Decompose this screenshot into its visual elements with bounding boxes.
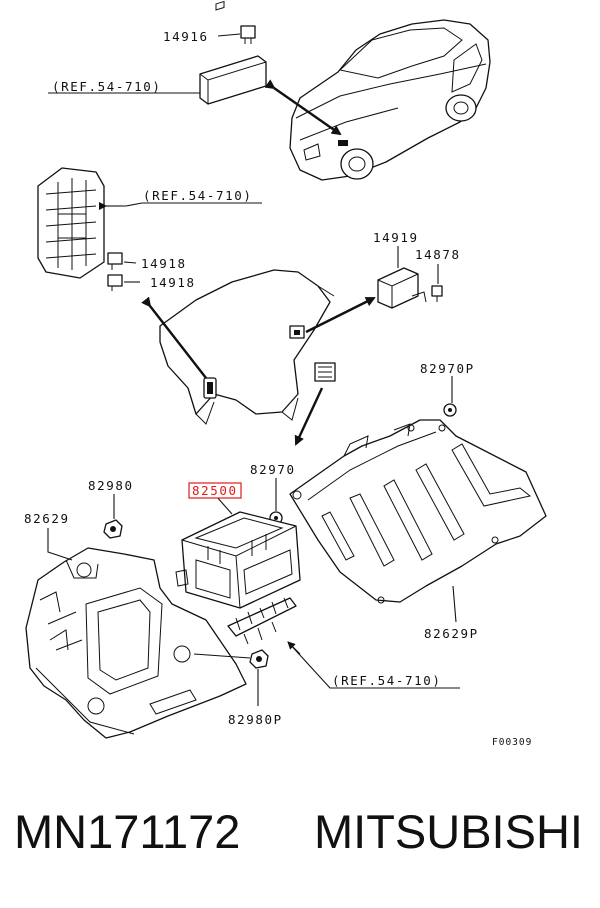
label-ref-mid: (REF.54-710) (143, 188, 253, 203)
label-82629: 82629 (24, 511, 70, 526)
label-82980P: 82980P (228, 712, 283, 727)
brand-text: MITSUBISHI (314, 805, 583, 858)
instrument-panel-part (159, 269, 335, 425)
relay-14918a-part (107, 252, 123, 270)
panel-connector-c (314, 362, 336, 382)
arrow-relay-to-vehicle (264, 79, 342, 136)
panel-connector-b (289, 325, 305, 339)
relay-14916-part (240, 25, 256, 44)
label-82500: 82500 (192, 483, 238, 498)
cover-82629P-part (289, 419, 547, 604)
label-82970P: 82970P (420, 361, 475, 376)
label-14918a: 14918 (141, 256, 187, 271)
highlight-82500 (188, 482, 242, 499)
label-82970: 82970 (250, 462, 296, 477)
label-82629P: 82629P (424, 626, 479, 641)
arrow-panel-to-14919 (305, 296, 376, 334)
harness-connector-part (227, 597, 297, 645)
relay-14918b-part (107, 274, 123, 291)
leader-14916 (217, 33, 241, 37)
clip-14878-part (431, 285, 443, 302)
leader-ref-mid (106, 202, 262, 207)
arrow-14918-to-panel (141, 296, 207, 379)
vehicle-illustration (289, 19, 491, 181)
relay-block-part (199, 0, 267, 105)
clip-82970P-part (443, 403, 457, 417)
label-ref-top: (REF.54-710) (52, 79, 162, 94)
relay-14919-part (377, 267, 427, 309)
label-14916: 14916 (163, 29, 209, 44)
ecu-82500-part (175, 511, 301, 609)
figure-code: F00309 (492, 737, 532, 748)
arrow-panel-to-bracket (294, 387, 324, 446)
label-14878: 14878 (415, 247, 461, 262)
label-14919: 14919 (373, 230, 419, 245)
label-82980: 82980 (88, 478, 134, 493)
label-14918b: 14918 (150, 275, 196, 290)
label-ref-bottom: (REF.54-710) (332, 673, 442, 688)
bracket-82629-part (25, 547, 247, 739)
nut-82980-part (103, 519, 123, 539)
leader-ref-bottom (287, 641, 460, 689)
part-number-text: MN171172 (14, 805, 241, 858)
panel-connector-a (203, 377, 217, 399)
nut-82980P-part (249, 649, 269, 669)
junction-block-part (37, 167, 105, 279)
